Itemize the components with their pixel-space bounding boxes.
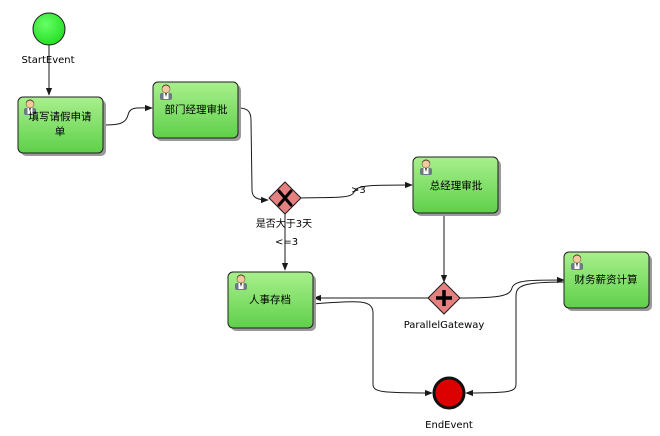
task-fill-leave-form[interactable]: 填写请假申请 单 [17,96,106,156]
start-event-label: StartEvent [21,55,74,66]
exclusive-gateway-label: 是否大于3天 [256,217,312,230]
task-gm-approval[interactable]: 总经理审批 [412,156,501,216]
task-dept-manager-approval[interactable]: 部门经理审批 [152,81,241,141]
end-event[interactable]: EndEvent [425,376,473,431]
task-label: 填写请假申请 [29,110,92,123]
end-event-label: EndEvent [425,420,473,431]
plus-icon [436,290,452,306]
flow-gateway-to-gm-approval[interactable] [299,181,413,199]
task-hr-archive[interactable]: 人事存档 [227,271,316,331]
task-label: 部门经理审批 [165,103,228,116]
flow-parallel-gateway-to-finance[interactable] [459,276,565,299]
task-label: 人事存档 [249,293,291,306]
parallel-gateway-label: ParallelGateway [404,320,485,331]
task-label: 单 [55,126,66,138]
task-label: 财务薪资计算 [575,273,638,286]
flow-hr-archive-to-end[interactable] [311,301,433,397]
start-event[interactable]: StartEvent [21,12,75,66]
exclusive-gateway[interactable]: 是否大于3天 [256,181,312,230]
parallel-gateway[interactable]: ParallelGateway [404,281,485,331]
x-mark-icon [277,189,293,207]
flow-dept-approval-to-gateway[interactable] [237,107,269,204]
flow-fill-form-to-dept-approval[interactable] [102,104,153,126]
task-finance-salary[interactable]: 财务薪资计算 [563,251,652,311]
flow-label-gt3: >3 [351,185,366,196]
flow-label-le3: <=3 [275,237,298,248]
task-label: 总经理审批 [430,179,483,192]
flow-finance-to-end[interactable] [465,281,565,397]
